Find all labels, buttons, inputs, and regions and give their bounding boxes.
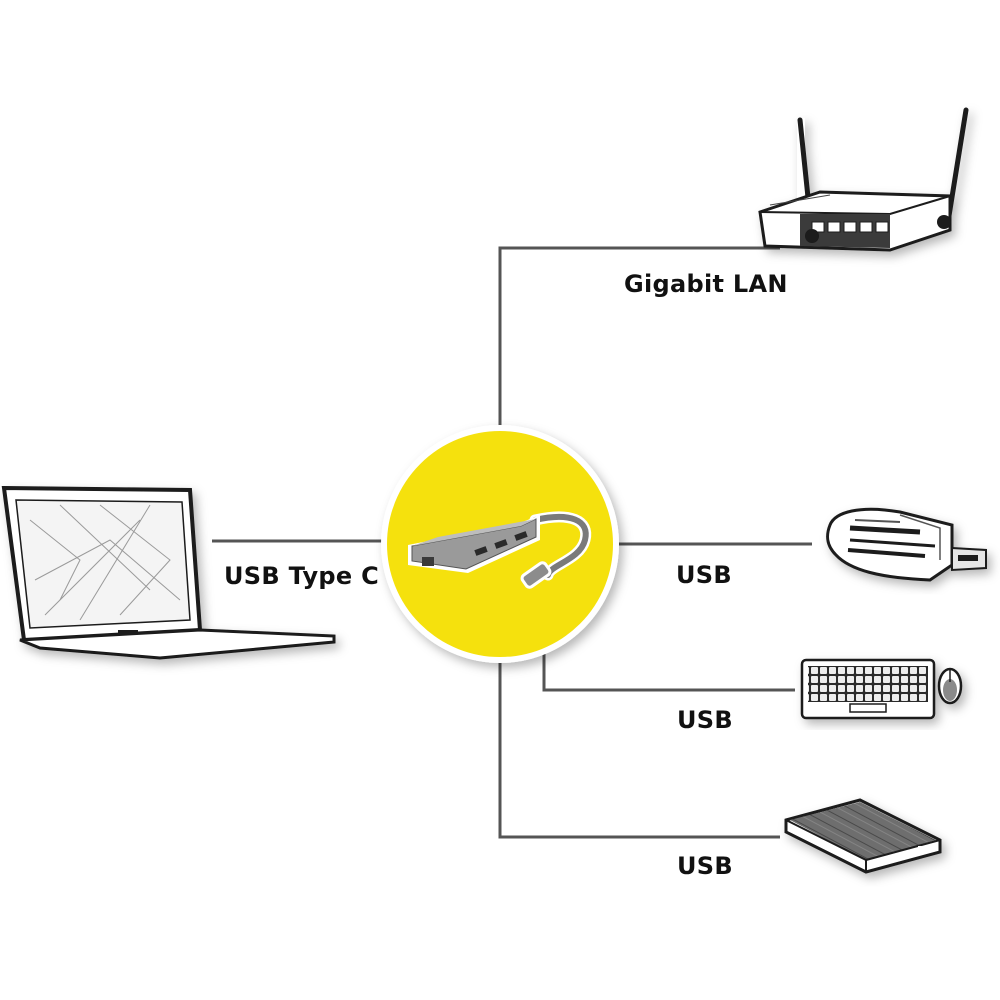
label-usb-drive: USB [677, 852, 733, 880]
connection-lines [212, 246, 812, 839]
usb-c-hub-icon [408, 511, 592, 589]
label-gigabit-lan: Gigabit LAN [624, 270, 788, 298]
label-usb-card-reader: USB [676, 561, 732, 589]
label-usb-keyboard: USB [677, 706, 733, 734]
line-hub-router [498, 246, 780, 430]
router-icon [758, 107, 969, 252]
card-reader-icon [826, 507, 987, 582]
line-hub-drive [498, 657, 780, 839]
keyboard-mouse-icon [800, 658, 963, 720]
line-hub-keyboard [542, 640, 795, 692]
laptop-icon [1, 485, 336, 660]
label-usb-type-c: USB Type C [224, 562, 380, 590]
external-drive-icon [784, 798, 942, 874]
